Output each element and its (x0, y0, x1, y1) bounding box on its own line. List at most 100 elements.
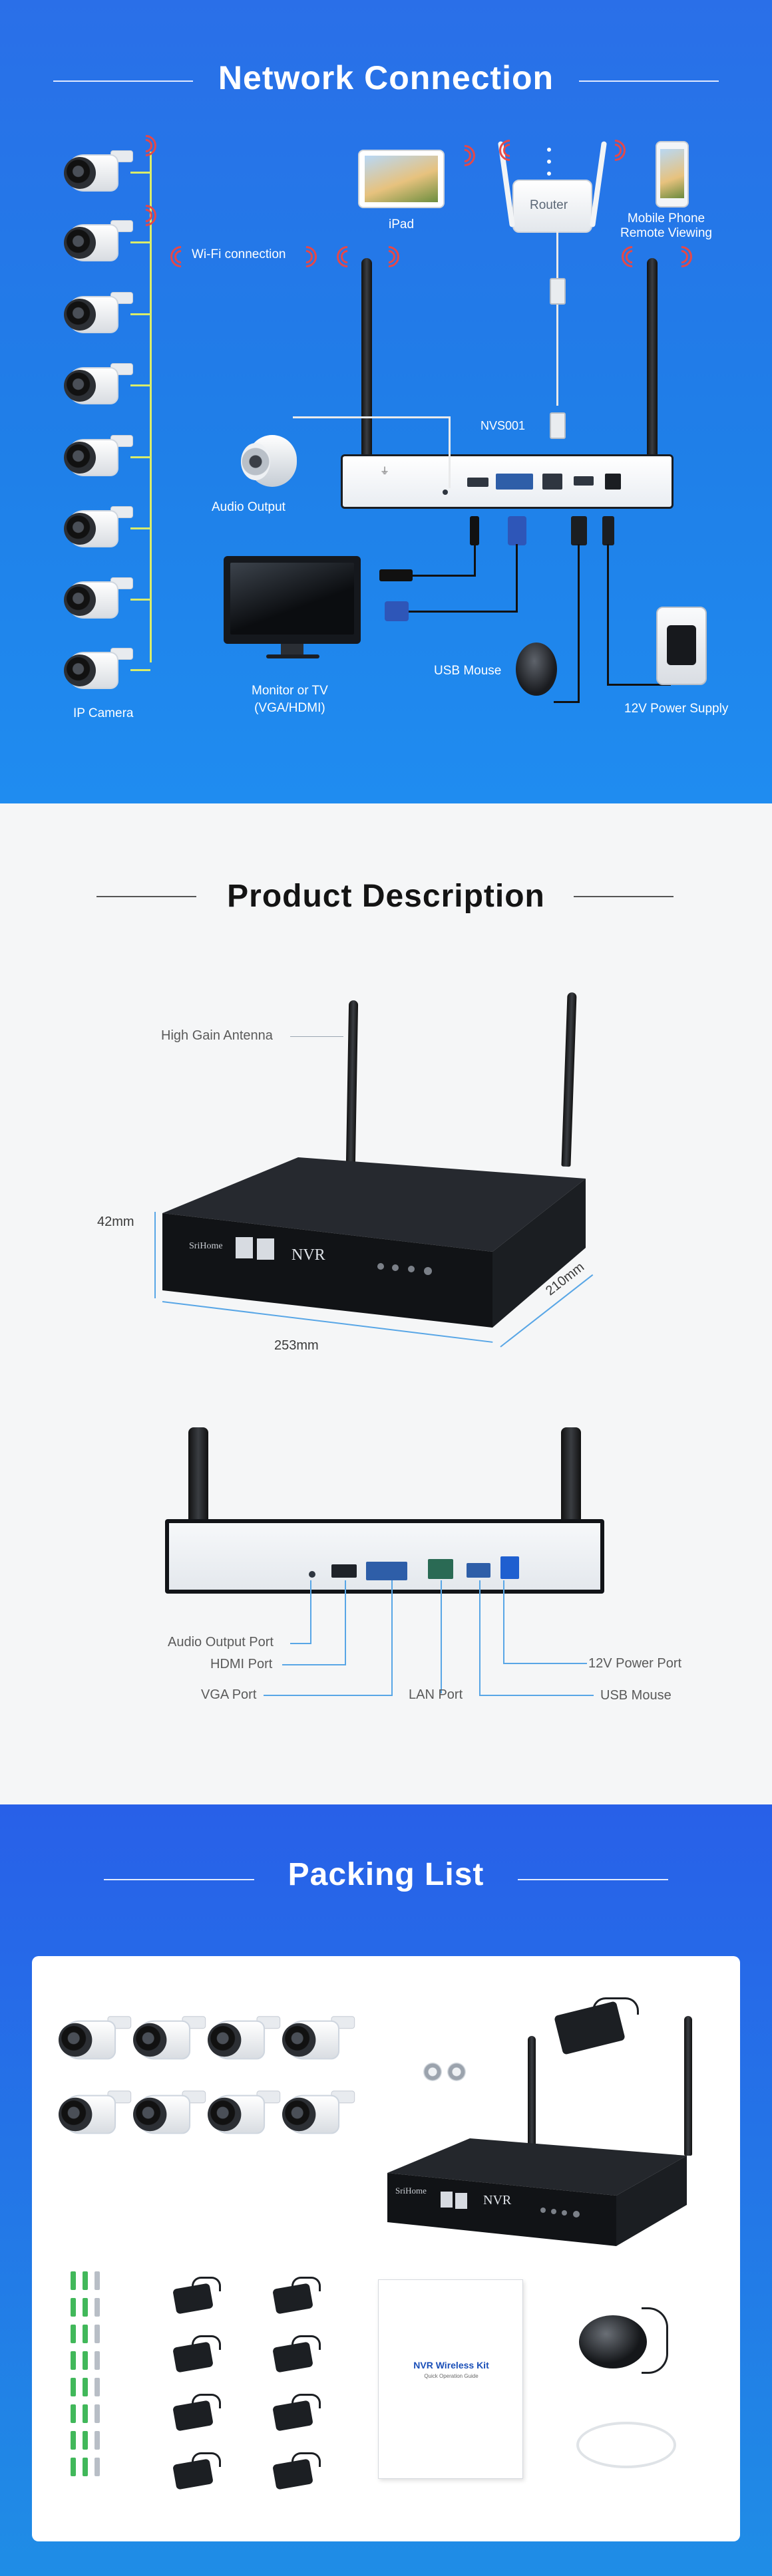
camera-link-line (130, 599, 150, 601)
camera-power-adapter-icon (165, 2333, 226, 2374)
power-leader (503, 1580, 504, 1663)
wall-anchor-icon (71, 2298, 76, 2317)
nvr-rear-panel: ⏚ (341, 454, 674, 509)
wall-anchor-icon (83, 2298, 88, 2317)
screw-icon (95, 2431, 100, 2450)
screw-icon (95, 2378, 100, 2396)
usb-mouse-icon (579, 2315, 647, 2368)
lan-port-label: LAN Port (409, 1687, 463, 1702)
adapter-cable (592, 1997, 639, 2015)
title-rule-right (518, 1879, 668, 1880)
hdmi-port-label: HDMI Port (210, 1657, 273, 1671)
usb-mouse-icon (516, 643, 557, 696)
ip-camera-icon (64, 502, 136, 553)
usb-plug-icon (571, 516, 587, 545)
ip-camera-icon (282, 2012, 357, 2065)
height-dim: 42mm (97, 1215, 134, 1229)
title-rule-right (574, 896, 674, 897)
vga-plug-icon (385, 601, 409, 621)
title-rule-right (579, 80, 719, 82)
vga-plug-icon (508, 516, 526, 545)
camera-bus-line (150, 152, 152, 662)
ip-camera-icon (64, 146, 136, 197)
power-leader (503, 1663, 587, 1664)
camera-power-adapter-icon (165, 2450, 226, 2491)
power-adapter-icon (656, 607, 707, 685)
router-icon (512, 180, 592, 233)
screw-icon (95, 2458, 100, 2476)
camera-power-adapter-icon (165, 2391, 226, 2432)
wall-anchor-icon (71, 2404, 76, 2423)
hdmi-plug-icon (470, 516, 479, 545)
network-connection-section: Network Connection IP Camera Wi-Fi conne… (0, 0, 772, 803)
audio-output-label: Audio Output (212, 500, 286, 514)
usb-leader (479, 1580, 481, 1695)
ip-camera-icon (208, 2086, 283, 2140)
ipad-label: iPad (389, 217, 415, 231)
nvr-antenna-right (684, 2016, 692, 2156)
lan-port (542, 474, 562, 490)
power-port (500, 1556, 519, 1579)
vga-cable (516, 544, 518, 612)
audio-port (443, 490, 448, 495)
camera-power-adapter-icon (265, 2391, 326, 2432)
ip-camera-label: IP Camera (73, 706, 134, 720)
nvr-antenna-right (647, 258, 658, 470)
camera-power-adapter-icon (265, 2333, 326, 2374)
mobile-phone-icon (656, 141, 689, 208)
audio-leader (310, 1580, 311, 1643)
power-cable (607, 544, 609, 685)
hdmi-port (467, 478, 488, 487)
wall-anchor-icon (71, 2325, 76, 2343)
monitor-base (266, 654, 319, 658)
antenna-right (561, 992, 577, 1167)
monitor-label: Monitor or TV (VGA/HDMI) (252, 684, 328, 715)
wifi-wave-icon (449, 140, 480, 171)
rear-antenna-left (188, 1427, 208, 1524)
screw-icon (95, 2298, 100, 2317)
audio-cable (293, 416, 450, 418)
lan-plug-icon (550, 278, 566, 305)
width-dim: 253mm (274, 1338, 319, 1353)
camera-link-line (130, 172, 150, 174)
wifi-wave-icon (130, 130, 161, 161)
power-supply-label: 12V Power Supply (624, 702, 729, 716)
ip-camera-icon (59, 2086, 134, 2140)
hdmi-port (331, 1564, 357, 1578)
screw-icon (95, 2325, 100, 2343)
wifi-label: Wi-Fi connection (192, 247, 286, 261)
mouse-cable (642, 2307, 668, 2374)
section-title: Network Connection (218, 59, 554, 96)
wifi-wave-icon (291, 241, 321, 272)
monitor-stand (281, 644, 303, 656)
packing-list-section: Packing List SriHome NVR NVR Wireless Ki… (0, 1804, 772, 2576)
ip-camera-icon (64, 573, 136, 624)
wall-anchor-icon (71, 2378, 76, 2396)
audio-leader (290, 1643, 311, 1644)
screw-icon (95, 2351, 100, 2370)
title-rule-left (53, 80, 193, 82)
lan-cable (556, 231, 558, 406)
wifi-wave-icon (166, 241, 196, 272)
hdmi-cable (474, 544, 476, 576)
title-rule-left (104, 1879, 254, 1880)
hdmi-leader (345, 1580, 346, 1664)
ip-camera-icon (64, 216, 136, 267)
wall-anchor-icon (83, 2404, 88, 2423)
nvr-rear-panel (165, 1519, 604, 1594)
usb-cable (578, 544, 580, 702)
wifi-wave-icon (666, 241, 697, 272)
ip-camera-icon (133, 2086, 208, 2140)
rear-antenna-right (561, 1427, 581, 1524)
antenna-left (345, 1000, 359, 1167)
wall-anchor-icon (83, 2431, 88, 2450)
usb-mouse-label: USB Mouse (600, 1688, 672, 1703)
router-label: Router (530, 198, 568, 212)
power-cable (607, 684, 671, 686)
speaker-icon (240, 431, 301, 490)
wall-anchor-icon (71, 2431, 76, 2450)
power-port (605, 474, 621, 490)
svg-text:SriHome: SriHome (189, 1241, 223, 1251)
nvr-model-label: NVS001 (481, 419, 526, 432)
router-dot (547, 172, 551, 176)
